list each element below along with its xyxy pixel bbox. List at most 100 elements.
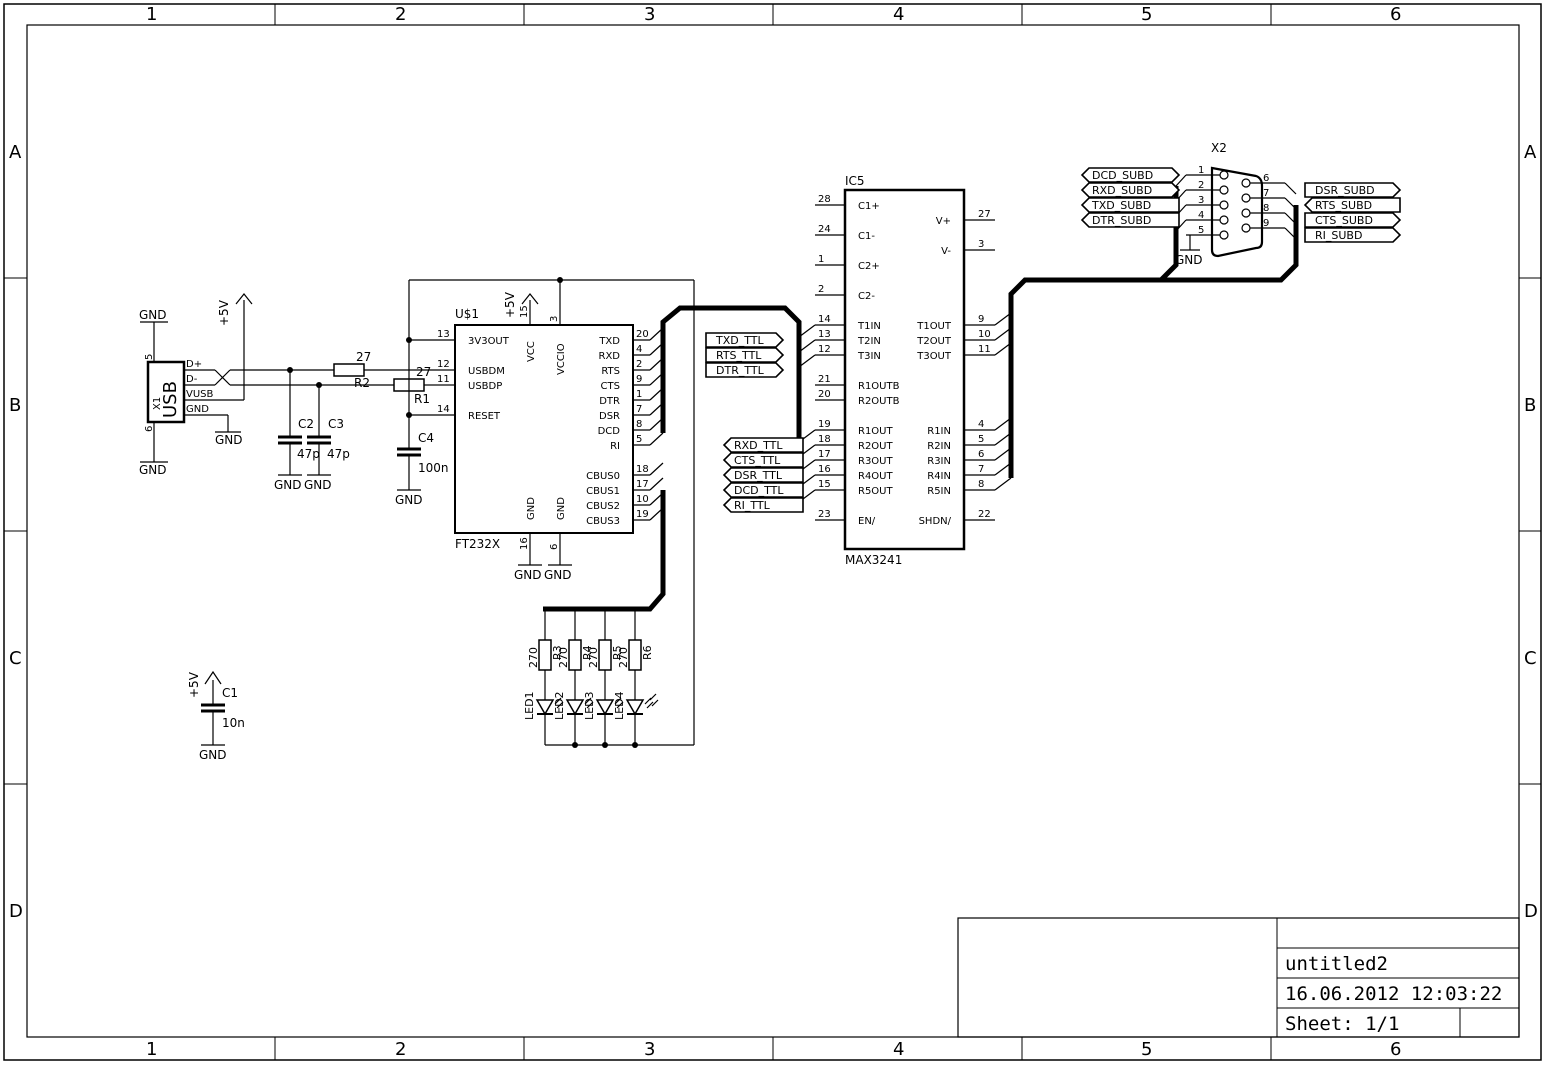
ft232-pin-num: 7 xyxy=(636,404,642,415)
max3241-pin-num: 23 xyxy=(818,509,831,520)
ft232-pin-label: VCC xyxy=(526,341,537,362)
subd-net-label: TXD_SUBD xyxy=(1091,199,1151,212)
max3241-pin-label: T2IN xyxy=(857,336,881,347)
max3241-pin-label: EN/ xyxy=(858,516,876,527)
max3241-pin-num: 15 xyxy=(818,479,831,490)
max3241-pin-label: R5IN xyxy=(927,486,951,497)
led-name: LED3 xyxy=(583,691,596,720)
led-resistor-name: R6 xyxy=(641,645,654,660)
x2-pin-num: 1 xyxy=(1198,165,1204,176)
ft232-pin-label: RI xyxy=(610,441,620,452)
max3241-pin-label: R1IN xyxy=(927,426,951,437)
ft232-pin-num: 15 xyxy=(519,305,530,318)
led-resistor-value: 270 xyxy=(587,647,600,668)
ft232-pin-num: 11 xyxy=(437,374,450,385)
max3241-pin-label: R5OUT xyxy=(858,486,894,497)
row-label-left-c: C xyxy=(9,648,22,669)
max3241-pin-label: T2OUT xyxy=(916,336,952,347)
max3241-pin-label: V- xyxy=(941,246,951,257)
ft232-pin-label: CBUS3 xyxy=(586,516,620,527)
max3241-pin-num: 27 xyxy=(978,209,991,220)
max3241-pin-num: 1 xyxy=(818,254,824,265)
led-name: LED4 xyxy=(613,691,626,720)
r1-name: R2 xyxy=(354,376,370,390)
ft232-pin-label: USBDM xyxy=(468,366,505,377)
ttl-net-label: CTS_TTL xyxy=(734,454,781,467)
ttl-net-label: DSR_TTL xyxy=(734,469,783,482)
max3241-pin-label: T1IN xyxy=(857,321,881,332)
max3241-pin-label: R2OUTB xyxy=(858,396,900,407)
max3241-pin-num: 28 xyxy=(818,194,831,205)
led-name: LED2 xyxy=(553,691,566,720)
ttl-net-label: RTS_TTL xyxy=(716,349,762,362)
capacitor-c3: C3 47p xyxy=(307,382,350,476)
ft232-pin-num: 16 xyxy=(519,537,530,550)
max3241-name: IC5 xyxy=(845,174,865,188)
max3241-pin-label: R3IN xyxy=(927,456,951,467)
max3241-pin-num: 19 xyxy=(818,419,831,430)
title-block-sheet: Sheet: 1/1 xyxy=(1285,1013,1399,1035)
col-label-bottom-6: 6 xyxy=(1390,1039,1401,1060)
ft232-pin-label: TXD xyxy=(598,336,620,347)
max3241-pin-num: 9 xyxy=(978,314,984,325)
ft232-pin-num: 1 xyxy=(636,389,642,400)
max3241-value: MAX3241 xyxy=(845,553,902,567)
ft232-value: FT232X xyxy=(455,537,500,551)
ft232-pin-label: CBUS0 xyxy=(586,471,620,482)
led-resistor-name: R4 xyxy=(581,645,594,660)
row-label-right-d: D xyxy=(1524,901,1538,922)
usb-wires xyxy=(184,293,394,433)
vcc-ft232: +5V xyxy=(503,291,517,318)
x2-name: X2 xyxy=(1211,141,1227,155)
max3241-pin-label: T3IN xyxy=(857,351,881,362)
col-label-top-5: 5 xyxy=(1141,4,1152,25)
ft232-pin-label: CTS xyxy=(601,381,620,392)
c2-name: C2 xyxy=(298,417,314,431)
max3241-pin-label: R2IN xyxy=(927,441,951,452)
x2-pin-num: 5 xyxy=(1198,225,1204,236)
ttl-net-label: RI_TTL xyxy=(734,499,771,512)
subd-net-label: DCD_SUBD xyxy=(1092,169,1153,182)
title-block: untitled2 16.06.2012 12:03:22 Sheet: 1/1 xyxy=(957,917,1520,1038)
r1-value: 27 xyxy=(356,350,371,364)
led-resistor-value: 270 xyxy=(527,647,540,668)
max3241-pin-label: R3OUT xyxy=(858,456,894,467)
ft232-pin-label: DCD xyxy=(598,426,621,437)
max3241-pin-num: 18 xyxy=(818,434,831,445)
max3241-pin-label: V+ xyxy=(936,216,951,227)
max3241-pin-label: R4IN xyxy=(927,471,951,482)
gnd-usb-bottom: GND xyxy=(139,463,167,477)
x2-pin-num: 6 xyxy=(1263,173,1269,184)
ft232-pin-num: 6 xyxy=(549,544,560,550)
usb-part-name: X1 xyxy=(152,397,163,410)
max3241-pin-label: C1- xyxy=(858,231,875,242)
vcc-c1: +5V xyxy=(187,671,201,698)
usb-pin-6: 6 xyxy=(144,426,155,432)
ft232-pin-num: 9 xyxy=(636,374,642,385)
ft232-pin-num: 14 xyxy=(437,404,450,415)
gnd-c3: GND xyxy=(304,478,332,492)
usb-label: USB xyxy=(160,381,181,418)
capacitor-c1: C1 10n xyxy=(201,670,245,746)
usb-connector: USB X1 D+ D- VUSB GND 5 6 xyxy=(140,321,214,463)
c2-value: 47p xyxy=(297,447,320,461)
col-label-bottom-1: 1 xyxy=(146,1039,157,1060)
ttl-labels: TXD_TTLRTS_TTLDTR_TTLRXD_TTLCTS_TTLDSR_T… xyxy=(705,332,804,513)
max3241-pin-num: 20 xyxy=(818,389,831,400)
ft232-pin-num: 20 xyxy=(636,329,649,340)
ft232-pin-num: 12 xyxy=(437,359,450,370)
gnd-x2: GND xyxy=(1175,253,1203,267)
led-resistor-name: R5 xyxy=(611,645,624,660)
resistor-r2: 27 R1 xyxy=(393,365,440,406)
max3241-pin-num: 4 xyxy=(978,419,984,430)
ft232x-chip: U$1 FT232X xyxy=(440,277,695,745)
col-label-bottom-5: 5 xyxy=(1141,1039,1152,1060)
ft232-pin-label: DSR xyxy=(599,411,620,422)
usb-pin-vusb: VUSB xyxy=(186,389,214,400)
gnd-usb-shield: GND xyxy=(215,433,243,447)
max3241-pin-num: 5 xyxy=(978,434,984,445)
c4-value: 100n xyxy=(418,461,449,475)
ttl-net-label: DCD_TTL xyxy=(734,484,784,497)
